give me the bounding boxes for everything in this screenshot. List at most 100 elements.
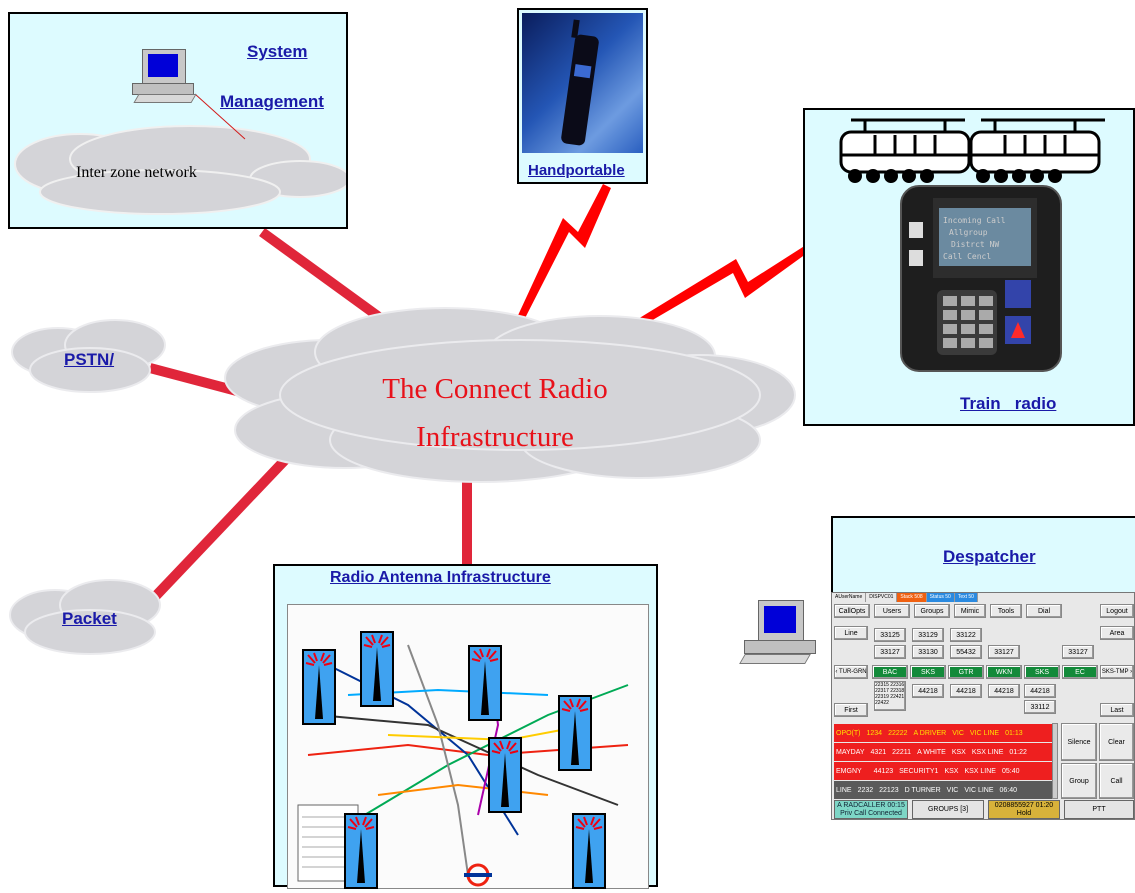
call-id2: 22211 [892, 748, 912, 756]
call-stn: KSX [944, 767, 959, 775]
ptt-label: PTT [1092, 805, 1106, 813]
group-button[interactable]: SKS [1024, 665, 1060, 679]
svg-text:Distrct NW: Distrct NW [951, 240, 999, 249]
call-scrollbar[interactable] [1052, 723, 1058, 799]
user-button[interactable]: 33127 [1062, 645, 1094, 659]
line-button[interactable]: Line [834, 626, 868, 640]
call-line: KSX LINE [964, 767, 996, 775]
pstn-link[interactable]: PSTN/ [64, 350, 115, 369]
call-name: SECURITY1 [899, 767, 939, 775]
user-button[interactable]: 33112 [1024, 700, 1056, 714]
groups-status-label: GROUPS [3] [927, 805, 969, 813]
antenna-tower-icon [302, 649, 336, 725]
last-button[interactable]: Last [1100, 703, 1134, 717]
user-button[interactable]: 33127 [988, 645, 1020, 659]
ptt-button[interactable]: PTT [1064, 800, 1134, 819]
call-type: OPO(T) [836, 729, 861, 737]
user-button[interactable]: 44218 [988, 684, 1020, 698]
console-tab[interactable]: DISPVC01 [866, 593, 898, 602]
held-call-number: 0208855927 01:20 [994, 801, 1054, 809]
train-illustration: Incoming Call Allgroup Distrct NW Call C… [839, 118, 1105, 372]
management-link[interactable]: Management [220, 92, 324, 111]
antenna-tower-icon [468, 645, 502, 721]
antenna-tower-icon [360, 631, 394, 707]
sks-tmp-button[interactable]: SKS-TMP › [1100, 665, 1134, 679]
user-button[interactable]: 33125 [874, 628, 906, 642]
call-button[interactable]: Call [1099, 763, 1134, 799]
logout-button[interactable]: Logout [1100, 604, 1134, 618]
antenna-tower-icon [344, 813, 378, 889]
group-call-button[interactable]: Group [1061, 763, 1097, 799]
handportable-link[interactable]: Handportable [528, 162, 625, 179]
despatcher-console: AUserName DISPVC01 Stack 508 Status 50 T… [831, 592, 1135, 820]
users-button[interactable]: Users [874, 604, 910, 618]
call-id2: 22222 [888, 729, 908, 737]
packet-cloud [9, 579, 161, 655]
central-title: The Connect Radio Infrastructure [340, 365, 650, 461]
computer-icon [132, 49, 198, 107]
call-line: VIC LINE [964, 786, 994, 794]
train-radio-link[interactable]: Train radio [960, 394, 1057, 413]
system-link[interactable]: System [247, 42, 308, 61]
group-button[interactable]: GTR [948, 665, 984, 679]
area-button[interactable]: Area [1100, 626, 1134, 640]
first-button[interactable]: First [834, 703, 868, 717]
user-button[interactable]: 44218 [912, 684, 944, 698]
tur-grn-button[interactable]: ‹ TUR-GRN [834, 665, 868, 679]
svg-text:Incoming Call: Incoming Call [943, 216, 1006, 225]
link-packet [146, 456, 289, 606]
call-time: 01:22 [1009, 748, 1027, 756]
groups-button[interactable]: Groups [914, 604, 950, 618]
clear-button[interactable]: Clear [1099, 723, 1134, 761]
dial-button[interactable]: Dial [1026, 604, 1062, 618]
train-radio-panel: Incoming Call Allgroup Distrct NW Call C… [803, 108, 1135, 426]
console-tab[interactable]: AUserName [832, 593, 867, 602]
held-call-status[interactable]: 0208855927 01:20 Hold [988, 800, 1060, 819]
central-cloud [224, 307, 796, 483]
call-name: A DRIVER [913, 729, 947, 737]
silence-button[interactable]: Silence [1061, 723, 1097, 761]
call-name: D TURNER [904, 786, 941, 794]
call-id1: 4321 [870, 748, 887, 756]
call-time: 06:40 [999, 786, 1018, 794]
console-tab[interactable]: Stack 508 [897, 593, 927, 602]
tools-button[interactable]: Tools [990, 604, 1022, 618]
group-button[interactable]: BAC [872, 665, 908, 679]
callopts-button[interactable]: CallOpts [834, 604, 870, 618]
call-id2: 44123 [873, 767, 894, 775]
inter-zone-label: Inter zone network [76, 164, 197, 181]
group-button[interactable]: SKS [910, 665, 946, 679]
group-button[interactable]: WKN [986, 665, 1022, 679]
central-title-line2: Infrastructure [416, 421, 574, 453]
active-call-state: Priv Call Connected [840, 809, 902, 817]
group-button[interactable]: EC [1062, 665, 1098, 679]
user-button[interactable]: 44218 [950, 684, 982, 698]
despatcher-link[interactable]: Despatcher [943, 547, 1036, 566]
mimic-button[interactable]: Mimic [954, 604, 986, 618]
call-stn: VIC [952, 729, 964, 737]
active-call-status[interactable]: A RADCALLER 00:15 Priv Call Connected [834, 800, 908, 819]
antenna-tower-icon [558, 695, 592, 771]
console-tab[interactable]: Status 50 [926, 593, 955, 602]
console-tab[interactable]: Text 50 [954, 593, 978, 602]
groups-status[interactable]: GROUPS [3] [912, 800, 984, 819]
call-id1: 1234 [866, 729, 883, 737]
handheld-radio-icon [560, 19, 600, 147]
system-management-panel: System Management Inter zone network [8, 12, 348, 229]
user-button[interactable]: 44218 [1024, 684, 1056, 698]
user-button[interactable]: 55432 [950, 645, 982, 659]
antenna-link[interactable]: Radio Antenna Infrastructure [330, 569, 551, 586]
call-id2: 22123 [879, 786, 899, 794]
packet-link[interactable]: Packet [62, 609, 117, 628]
user-button[interactable]: 33127 [874, 645, 906, 659]
call-name: A WHITE [917, 748, 946, 756]
user-button[interactable]: 33130 [912, 645, 944, 659]
user-list-small[interactable]: 22315 22316 22317 22318 22319 22421 2242… [874, 681, 906, 711]
user-button[interactable]: 33129 [912, 628, 944, 642]
user-button[interactable]: 33122 [950, 628, 982, 642]
